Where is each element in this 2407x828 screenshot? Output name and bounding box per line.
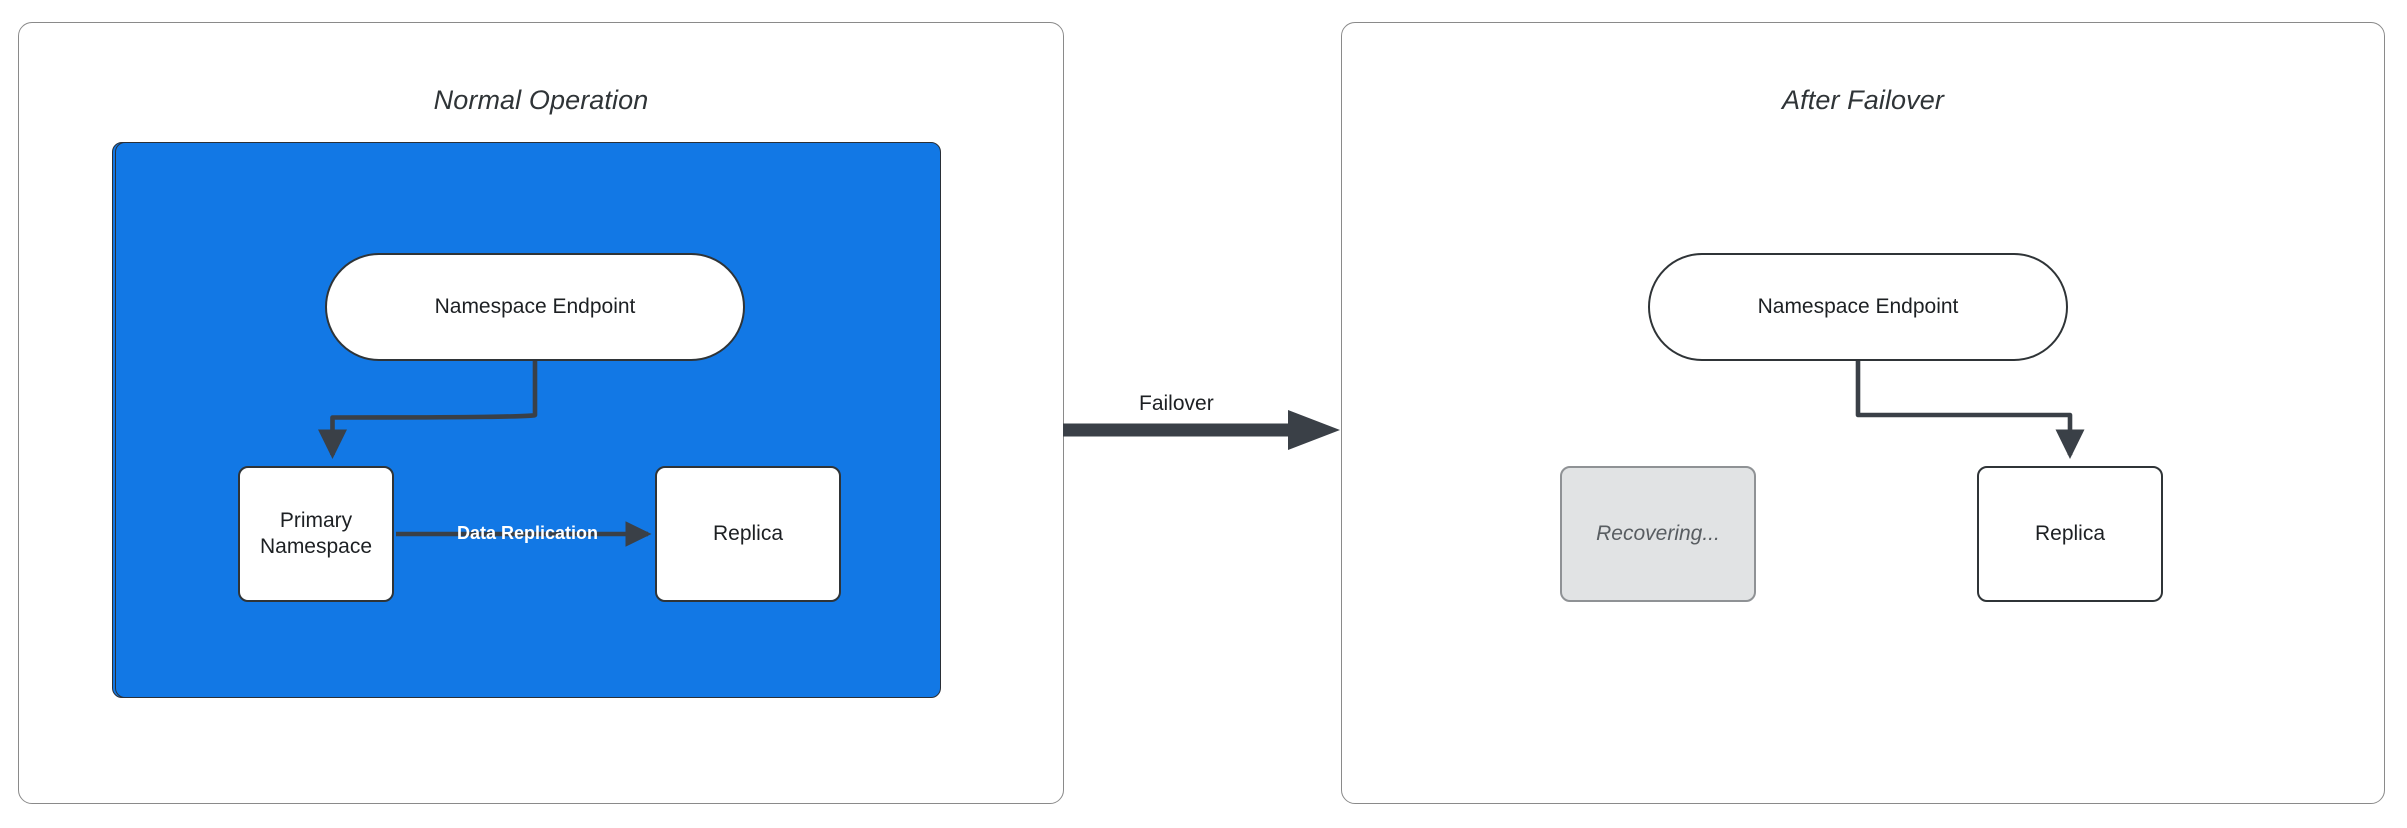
node-replica-left[interactable]: Replica [655,466,841,602]
node-label: Replica [712,522,784,546]
edge-label-data-replication: Data Replication [457,523,599,543]
node-recovering[interactable]: Recovering... [1560,466,1756,602]
node-namespace-endpoint-left[interactable]: Namespace Endpoint [325,253,745,361]
node-label: Namespace Endpoint [434,295,636,319]
node-label: Namespace Endpoint [1757,295,1959,319]
node-primary-namespace[interactable]: Primary Namespace [238,466,394,602]
transition-arrow-head [1288,410,1340,450]
node-label: Recovering... [1596,522,1720,546]
panel-title-after-failover: After Failover [1782,85,1944,115]
node-label-line1: Primary [279,509,353,533]
panel-after-failover: After Failover [1341,22,2385,804]
panel-title-normal-operation: Normal Operation [433,85,649,115]
node-label: Replica [2034,522,2106,546]
node-label: Primary Namespace [260,508,372,559]
node-replica-right[interactable]: Replica [1977,466,2163,602]
edge-label-failover: Failover [1139,392,1214,415]
node-label-line2: Namespace [259,535,373,558]
node-namespace-endpoint-right[interactable]: Namespace Endpoint [1648,253,2068,361]
blue-zone-after-failover [115,142,941,698]
